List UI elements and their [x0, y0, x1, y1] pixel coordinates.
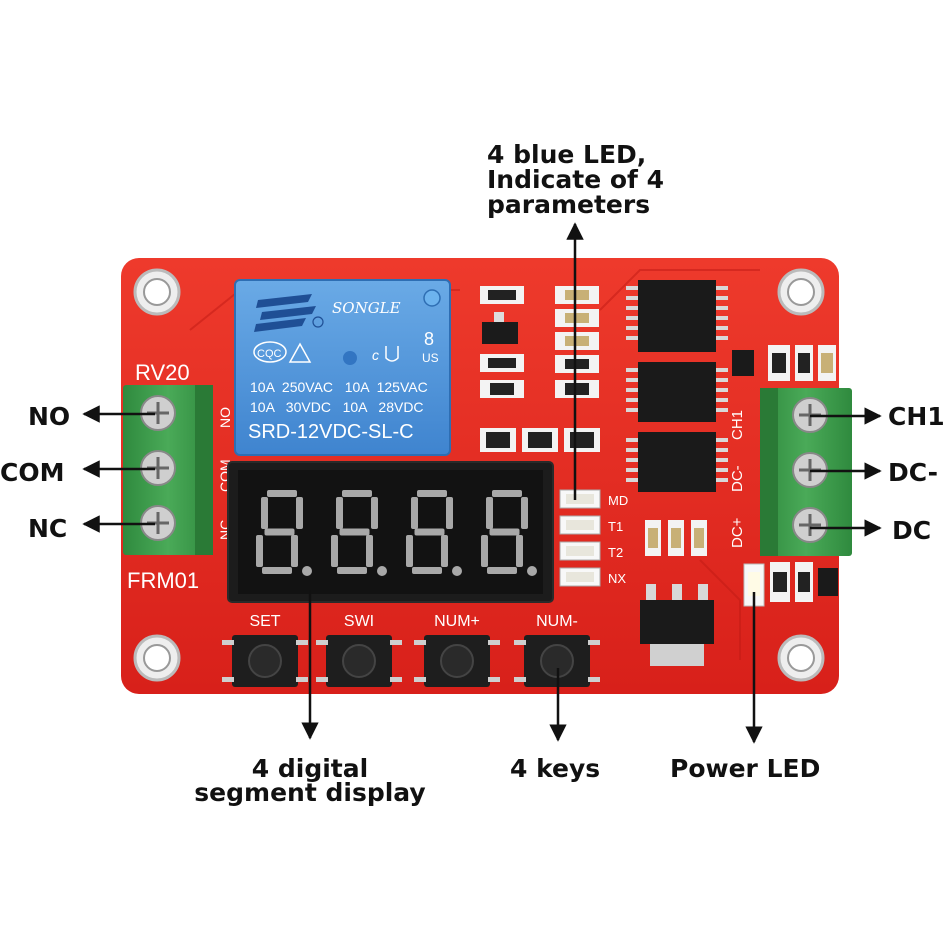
display-segment — [487, 567, 517, 574]
relay-cqc: CQC — [257, 348, 282, 360]
display-decimal-point — [302, 566, 312, 576]
display-segment — [339, 528, 370, 536]
display-segment — [417, 490, 447, 497]
callout-display-line2: segment display — [194, 778, 426, 807]
led-label-md: MD — [608, 493, 628, 508]
cqc-mark-icon — [253, 341, 287, 363]
registered-mark-icon — [312, 316, 324, 328]
display-digits — [256, 490, 537, 576]
display-segment — [296, 497, 303, 529]
ul-mark-icon: c — [372, 347, 379, 363]
mounting-hole-bl — [133, 634, 181, 682]
callout-no: NO — [28, 402, 71, 431]
display-segment — [331, 535, 338, 567]
callout-com: COM — [0, 458, 65, 487]
relay-model: SRD-12VDC-SL-C — [248, 421, 414, 443]
board-model-bottom: FRM01 — [127, 568, 199, 593]
display-segment — [492, 490, 522, 497]
silk-no: NO — [217, 407, 233, 428]
display-segment — [481, 535, 488, 567]
display-segment — [336, 497, 343, 529]
display-segment — [342, 490, 372, 497]
ce-mark-icon — [288, 342, 312, 363]
display-segment — [521, 497, 528, 529]
mounting-hole-tl — [133, 268, 181, 316]
key-label-num-minus: NUM- — [536, 613, 578, 630]
silk-dc-minus: DC- — [729, 465, 746, 492]
callout-leds-line3: parameters — [487, 190, 651, 219]
callout-keys: 4 keys — [510, 754, 601, 783]
display-segment — [256, 535, 263, 567]
callout-display-line1: 4 digital — [251, 754, 369, 783]
relay-brand: SONGLE — [332, 299, 401, 317]
parameter-leds — [559, 489, 601, 587]
power-led — [743, 563, 765, 607]
display-segment — [337, 567, 367, 574]
relay-rating-2: 10A 30VDC 10A 28VDC — [250, 399, 424, 415]
callout-nc: NC — [28, 514, 68, 543]
callout-dc: DC — [892, 516, 932, 545]
display-segment — [261, 497, 268, 529]
display-segment — [489, 528, 520, 536]
display-segment — [516, 535, 523, 567]
board-model-top: RV20 — [135, 360, 190, 385]
led-label-nx: NX — [608, 571, 626, 586]
relay-rating-1: 10A 250VAC 10A 125VAC — [250, 379, 428, 395]
display-segment — [486, 497, 493, 529]
smd-components-top — [480, 286, 600, 452]
terminal-screw-icon — [140, 505, 176, 541]
relay: SONGLE CQC 8 c US 10A 250VAC 10A 125VAC … — [234, 279, 451, 456]
display-segment — [406, 535, 413, 567]
display-segment — [411, 497, 418, 529]
display-segment — [267, 490, 297, 497]
key-num-minus[interactable] — [514, 635, 600, 687]
callout-ch1: CH1 — [888, 402, 945, 431]
ul-logo-icon — [385, 346, 399, 362]
silk-dc-plus: DC+ — [729, 517, 746, 548]
callout-leds-line2: Indicate of 4 — [487, 165, 665, 194]
display-segment — [264, 528, 295, 536]
display-segment — [262, 567, 292, 574]
callout-dc-minus: DC- — [888, 458, 939, 487]
mounting-hole-br — [777, 634, 825, 682]
key-label-set: SET — [249, 613, 280, 630]
key-label-swi: SWI — [344, 613, 374, 630]
mounting-hole-tr — [777, 268, 825, 316]
relay-us: US — [422, 351, 439, 365]
display-segment — [291, 535, 298, 567]
relay-indicator-icon — [343, 351, 357, 365]
songle-logo-icon — [254, 294, 316, 332]
led-label-t2: T2 — [608, 545, 623, 560]
display-segment — [441, 535, 448, 567]
left-terminal-block — [123, 385, 213, 555]
display-segment — [446, 497, 453, 529]
display-decimal-point — [527, 566, 537, 576]
relay-vent-icon — [423, 289, 441, 307]
display-decimal-point — [377, 566, 387, 576]
display-segment — [412, 567, 442, 574]
callout-leds-line1: 4 blue LED, — [487, 140, 647, 169]
key-num-plus[interactable] — [414, 635, 500, 687]
callout-power-led: Power LED — [670, 754, 821, 783]
ic-chips — [626, 280, 838, 666]
segment-display — [227, 461, 554, 603]
relay-pin-count: 8 — [424, 329, 434, 349]
display-segment — [366, 535, 373, 567]
terminal-screw-icon — [792, 507, 828, 543]
key-set[interactable] — [222, 635, 308, 687]
key-swi[interactable] — [316, 635, 402, 687]
display-segment — [371, 497, 378, 529]
led-label-t1: T1 — [608, 519, 623, 534]
silk-ch1: CH1 — [729, 410, 746, 440]
display-segment — [414, 528, 445, 536]
key-label-num-plus: NUM+ — [434, 613, 480, 630]
display-decimal-point — [452, 566, 462, 576]
